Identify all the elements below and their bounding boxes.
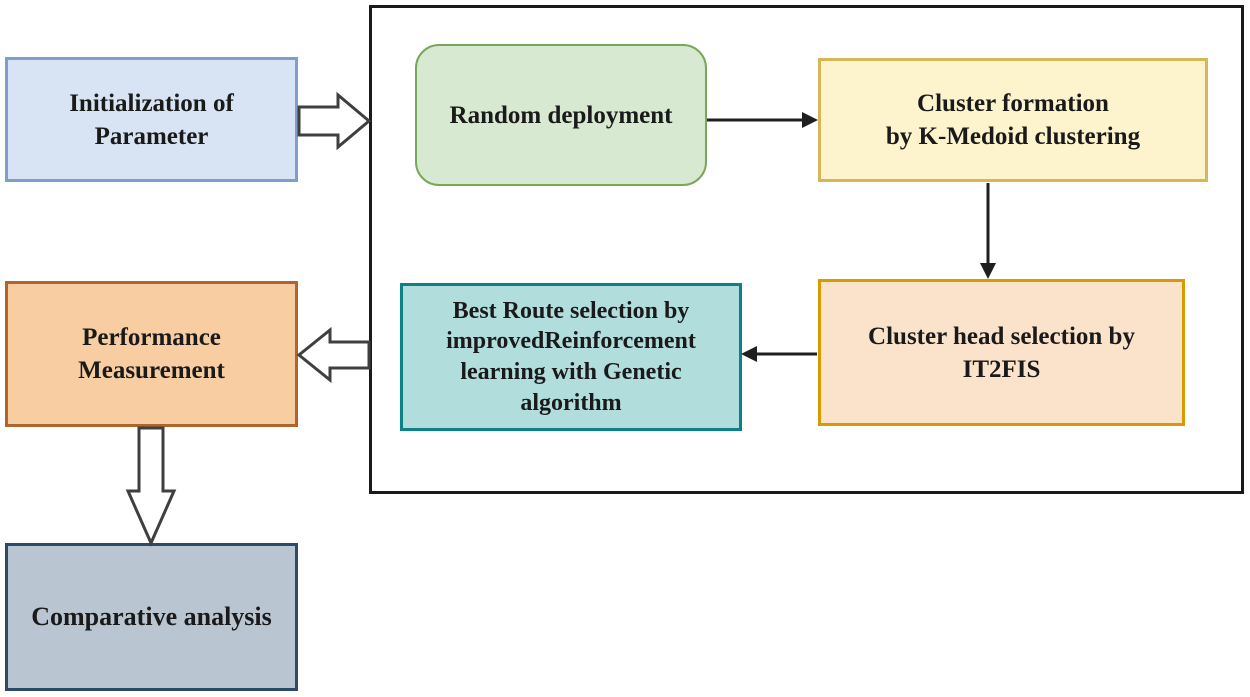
hollow-down-arrow-icon bbox=[125, 426, 177, 547]
node-comparative-analysis: Comparative analysis bbox=[5, 543, 298, 691]
node-performance-measurement: Performance Measurement bbox=[5, 281, 298, 427]
node-random-deployment: Random deployment bbox=[415, 44, 707, 186]
node-cluster-head-selection-it2fis: Cluster head selection by IT2FIS bbox=[818, 279, 1185, 426]
node-label: Performance Measurement bbox=[78, 324, 225, 384]
node-label: Cluster formation by K-Medoid clustering bbox=[885, 90, 1141, 150]
node-label: Best Route selection by improvedReinforc… bbox=[446, 297, 696, 416]
node-initialization-of-parameter: Initialization of Parameter bbox=[5, 57, 298, 182]
node-label: Comparative analysis bbox=[31, 601, 272, 631]
node-label: Cluster head selection by IT2FIS bbox=[868, 322, 1135, 383]
hollow-right-arrow-icon bbox=[297, 91, 372, 151]
node-label: Initialization of Parameter bbox=[69, 89, 234, 150]
node-label: Random deployment bbox=[449, 101, 673, 129]
node-cluster-formation-k-medoid: Cluster formation by K-Medoid clustering bbox=[818, 58, 1208, 182]
hollow-left-arrow-icon bbox=[296, 326, 371, 384]
node-best-route-selection: Best Route selection by improvedReinforc… bbox=[400, 283, 742, 431]
